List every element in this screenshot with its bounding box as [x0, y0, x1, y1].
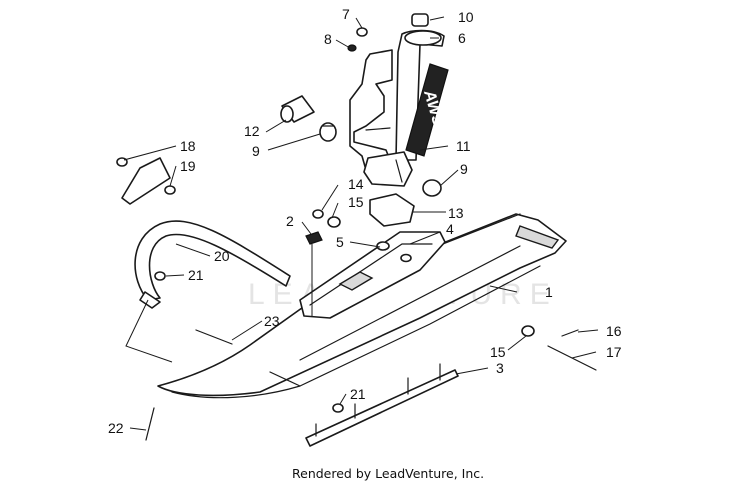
- callout-5: 5: [336, 234, 344, 250]
- washer-part: [312, 209, 535, 337]
- callout-16: 16: [606, 323, 622, 339]
- callout-14: 14: [348, 176, 364, 192]
- callout-1: 1: [545, 284, 553, 300]
- callout-6: 6: [458, 30, 466, 46]
- lock-nut-part: [305, 231, 323, 245]
- callout-20: 20: [214, 248, 230, 264]
- callout-19: 19: [180, 158, 196, 174]
- callout-4: 4: [446, 221, 454, 237]
- callout-22: 22: [108, 420, 124, 436]
- callout-8: 8: [324, 31, 332, 47]
- bolt-part: [195, 329, 233, 345]
- callout-3: 3: [496, 360, 504, 376]
- leader-lines: [123, 16, 599, 431]
- nut-21-upper: [154, 271, 166, 281]
- callout-11: 11: [456, 138, 471, 154]
- callout-17: 17: [606, 344, 622, 360]
- washer-7: [356, 27, 368, 37]
- callout-9-lower: 9: [460, 161, 468, 177]
- callout-12: 12: [244, 123, 260, 139]
- wear-bar-part: [305, 363, 459, 447]
- saddle-part: [299, 231, 446, 319]
- callout-21-upper: 21: [188, 267, 204, 283]
- callout-23: 23: [264, 313, 280, 329]
- spindle-part: [349, 13, 445, 187]
- nut-8: [347, 44, 357, 52]
- bracket-part: [116, 157, 176, 205]
- callout-7: 7: [342, 6, 350, 22]
- callout-9-upper: 9: [252, 143, 260, 159]
- stopper-block-part: [369, 193, 415, 227]
- callout-labels: 1 2 3 4 5 6 7 8 9 9 10 11 12 13 14 15 15…: [108, 6, 622, 436]
- ski-body-part: [157, 213, 567, 399]
- callout-2: 2: [286, 213, 294, 229]
- nut-21-lower: [332, 403, 344, 413]
- cotter-pin-part: [561, 329, 579, 337]
- spacer-part: [422, 179, 442, 197]
- callout-18: 18: [180, 138, 196, 154]
- footer-credit: Rendered by LeadVenture, Inc.: [292, 466, 484, 481]
- callout-13: 13: [448, 205, 464, 221]
- callout-15-lower: 15: [490, 344, 506, 360]
- callout-21-lower: 21: [350, 386, 366, 402]
- callout-10: 10: [458, 9, 474, 25]
- bolt-22-part: [145, 407, 155, 441]
- handle-loop-part: [134, 220, 291, 309]
- bushing-part: [280, 95, 337, 142]
- callout-15-upper: 15: [348, 194, 364, 210]
